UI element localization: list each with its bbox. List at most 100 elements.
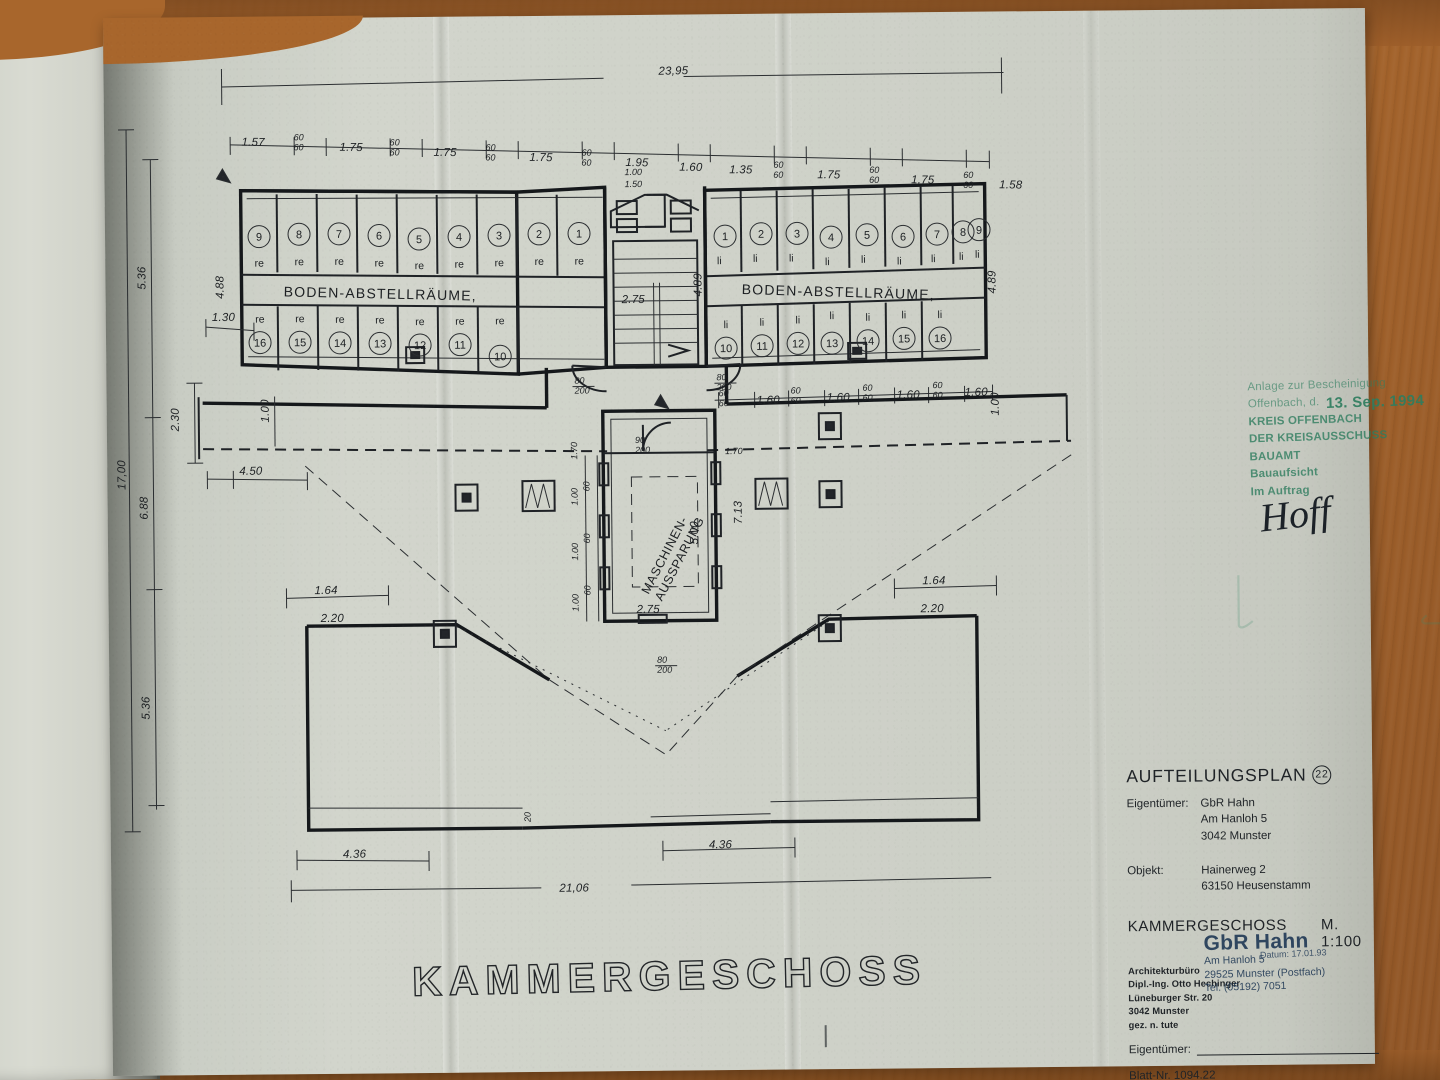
dim-2-20-left: 2.20 (320, 613, 345, 625)
left-wing-top-partitions (241, 194, 606, 279)
svg-text:1.75: 1.75 (433, 147, 457, 159)
svg-text:re: re (295, 313, 305, 325)
svg-text:li: li (717, 255, 722, 267)
svg-text:li: li (789, 252, 794, 264)
svg-text:6: 6 (900, 231, 906, 243)
dim-1-64-right: 1.64 (922, 575, 945, 587)
svg-text:1.00: 1.00 (570, 543, 580, 561)
svg-text:1.00: 1.00 (570, 594, 580, 612)
dim-lower (285, 575, 998, 903)
dim-main-door-2: 1.50 (625, 179, 643, 189)
dim-small-bottom: 20 (523, 812, 533, 823)
authority-stamp: Anlage zur Bescheinigung Offenbach, d. K… (1247, 373, 1440, 502)
stair-core (602, 186, 709, 369)
svg-text:3: 3 (496, 230, 502, 242)
svg-text:16: 16 (934, 333, 946, 345)
svg-text:12: 12 (792, 338, 804, 350)
svg-text:re: re (575, 255, 585, 267)
green-bracket-mark (1237, 571, 1440, 629)
dim-6-88: 6.88 (139, 496, 151, 520)
dim-overall-bottom: 21,06 (558, 882, 589, 894)
object-row: Objekt: Hainerweg 2 63150 Heusenstamm (1127, 861, 1377, 896)
svg-text:60: 60 (582, 585, 592, 595)
svg-text:14: 14 (862, 336, 874, 348)
lower-building (197, 366, 1072, 460)
svg-text:60: 60 (869, 175, 879, 185)
dim-4-36-left: 4.36 (343, 849, 367, 861)
authority-signature: Hoff (1257, 487, 1334, 541)
dim-1-00: 1.00 (260, 399, 272, 423)
svg-text:1.70: 1.70 (569, 442, 579, 460)
dim-1-30: 1.30 (212, 312, 236, 324)
title-block: AUFTEILUNGSPLAN 22 Eigentümer: GbR Hahn … (1126, 764, 1379, 1080)
svg-text:li: li (829, 310, 834, 322)
dim-wing-height-left: 4.88 (214, 275, 226, 299)
roof-arrows (215, 167, 670, 410)
svg-text:re: re (495, 257, 505, 269)
svg-text:60: 60 (582, 533, 592, 543)
svg-text:li: li (795, 314, 800, 326)
svg-text:1.00: 1.00 (990, 392, 1002, 416)
svg-text:1: 1 (722, 231, 728, 243)
svg-text:re: re (375, 257, 385, 269)
svg-text:re: re (295, 256, 305, 268)
svg-text:1.57: 1.57 (242, 137, 266, 149)
dim-left-vertical (118, 129, 308, 833)
svg-text:200: 200 (573, 385, 589, 395)
svg-text:1.60: 1.60 (897, 389, 921, 401)
svg-text:60: 60 (581, 158, 591, 168)
svg-text:60: 60 (294, 132, 304, 142)
svg-text:60: 60 (390, 137, 400, 147)
svg-text:60: 60 (581, 481, 591, 491)
svg-text:re: re (335, 256, 345, 268)
dim-4-36-right: 4.36 (709, 839, 733, 851)
svg-text:1.60: 1.60 (827, 392, 851, 404)
svg-text:li: li (753, 253, 758, 265)
svg-text:re: re (255, 258, 265, 270)
dim-wing-height-right: 4.89 (986, 270, 998, 294)
svg-text:90: 90 (635, 435, 645, 445)
dim-overall-top (220, 57, 1004, 105)
svg-text:80: 80 (716, 372, 726, 382)
dim-overall-left: 17,00 (116, 460, 128, 490)
svg-text:10: 10 (494, 351, 506, 363)
dim-2-20-right: 2.20 (920, 603, 945, 615)
svg-text:80: 80 (657, 655, 667, 665)
svg-text:li: li (865, 312, 870, 324)
pillar-symbols (405, 341, 868, 648)
owner-value: GbR Hahn Am Hanloh 5 3042 Munster (1200, 797, 1272, 843)
owner-signature-label: Eigentümer: (1128, 1043, 1191, 1057)
sheet-center-mark (824, 1025, 827, 1048)
svg-text:4: 4 (456, 232, 462, 244)
svg-text:15: 15 (898, 333, 910, 345)
svg-text:1.95: 1.95 (625, 157, 649, 169)
object-label: Objekt: (1127, 864, 1164, 878)
svg-text:re: re (535, 256, 545, 268)
dim-2-30: 2.30 (170, 408, 182, 433)
svg-text:60: 60 (773, 160, 783, 170)
machine-dim-ladder: 1.70 60 1.00 60 1.00 60 1.00 (569, 442, 600, 622)
dim-1-64-left: 1.64 (314, 585, 337, 597)
svg-text:li: li (937, 309, 942, 321)
dim-stair: 2.75 (621, 294, 646, 306)
svg-text:200: 200 (656, 665, 672, 675)
plan-number-badge: 22 (1312, 765, 1332, 785)
svg-text:5: 5 (864, 230, 870, 242)
svg-text:60: 60 (719, 388, 729, 398)
owner-row: Eigentümer: GbR Hahn Am Hanloh 5 3042 Mu… (1126, 794, 1376, 845)
lower-terrace (304, 454, 1072, 832)
sheet-number: Blatt-Nr. 1094.22 (1129, 1069, 1216, 1080)
svg-text:2: 2 (536, 229, 542, 241)
svg-text:60: 60 (293, 142, 303, 152)
svg-text:16: 16 (254, 338, 266, 350)
svg-text:li: li (959, 251, 964, 263)
svg-text:1.58: 1.58 (999, 179, 1023, 191)
dim-wing-height-right2: 4.89 (692, 273, 704, 297)
svg-text:re: re (255, 314, 265, 326)
svg-text:4: 4 (828, 232, 834, 244)
